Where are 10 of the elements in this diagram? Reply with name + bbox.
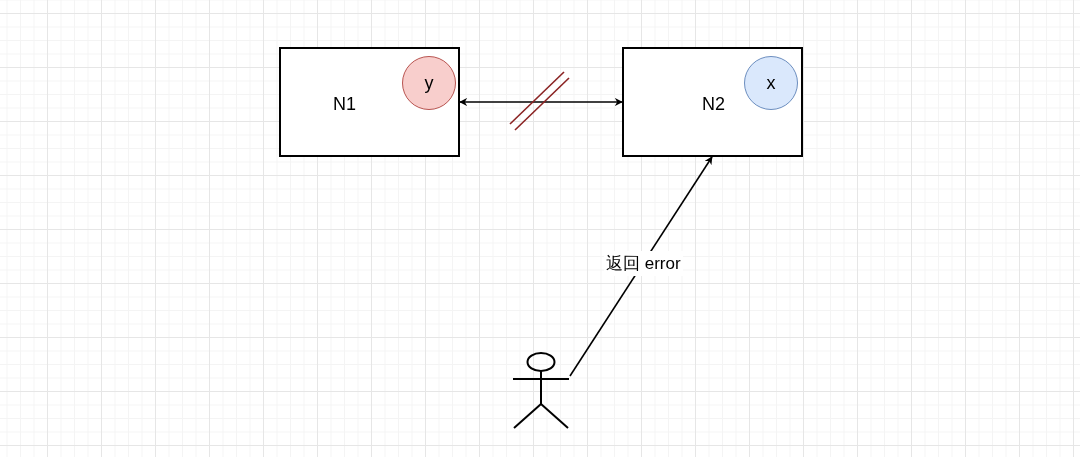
node-box <box>622 47 803 157</box>
arrow <box>459 98 623 106</box>
variable-circle: x <box>744 56 798 110</box>
node-label: N1 <box>333 94 356 115</box>
stick-figure-icon <box>512 351 570 429</box>
arrow <box>569 156 713 377</box>
node-box <box>279 47 460 157</box>
edge-label: 返回 error <box>603 251 683 276</box>
node-label: N2 <box>702 94 725 115</box>
variable-circle: y <box>402 56 456 110</box>
